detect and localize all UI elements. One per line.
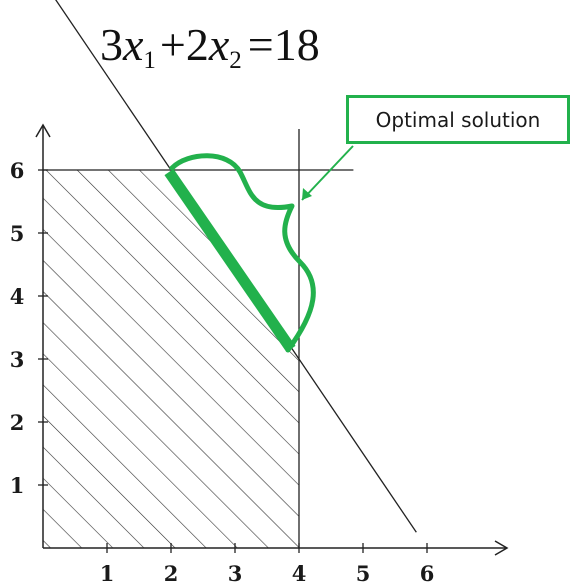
- optimal-solution-callout: Optimal solution: [346, 95, 570, 144]
- callout-arrow-head-icon: [302, 188, 312, 200]
- callout-label: Optimal solution: [375, 107, 541, 132]
- constraint-equation: 3x1+2x2=18: [100, 19, 320, 74]
- x-tick-label: 5: [356, 561, 371, 586]
- optimal-segment: [164, 168, 296, 353]
- y-axis-arrow-icon: [35, 123, 51, 138]
- y-tick-label: 4: [10, 284, 25, 309]
- axis-ticks: 1 2 3 4 5 6 1 2 3 4 5 6: [10, 158, 435, 586]
- y-tick-label: 1: [10, 473, 25, 498]
- optimal-brace: [169, 153, 316, 353]
- y-tick-label: 6: [10, 158, 25, 183]
- callout-arrow: [301, 145, 354, 201]
- x-tick-label: 6: [420, 561, 435, 586]
- y-tick-label: 2: [10, 410, 25, 435]
- x-tick-label: 1: [100, 561, 115, 586]
- x-tick-label: 3: [228, 561, 243, 586]
- x-tick-label: 4: [292, 561, 307, 586]
- x-tick-label: 2: [164, 561, 179, 586]
- y-tick-label: 5: [10, 221, 25, 246]
- x-axis-arrow-icon: [494, 540, 509, 556]
- y-tick-label: 3: [10, 347, 25, 372]
